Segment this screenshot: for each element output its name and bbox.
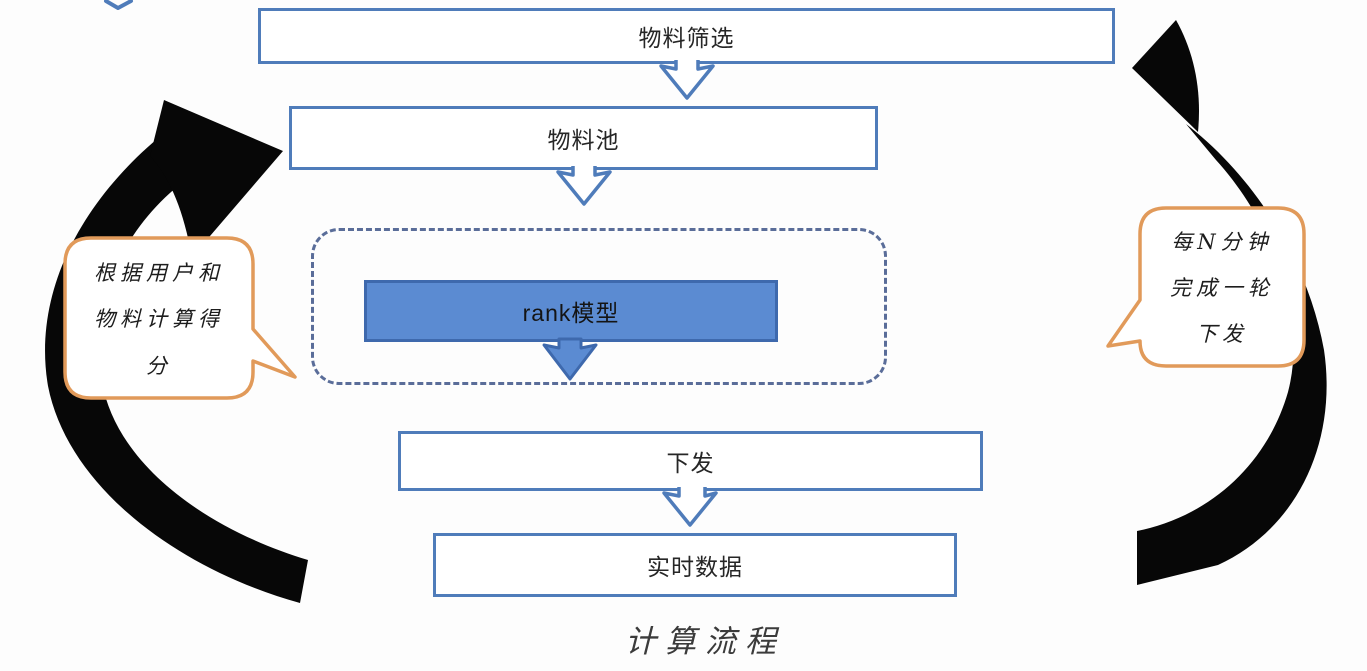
node-material-pool-label: 物料池 — [547, 127, 620, 153]
node-material-pool: 物料池 — [289, 106, 878, 170]
node-rank-model-label: rank模型 — [522, 300, 620, 326]
callout-right-text: 每N分钟 完成一轮 下发 — [1140, 210, 1304, 364]
node-dispatch-label: 下发 — [666, 450, 715, 476]
incoming-arrow-tip-icon — [104, 0, 133, 10]
node-rank-model: rank模型 — [364, 280, 778, 342]
callout-right-line: 下发 — [1196, 322, 1248, 346]
node-material-screening-label: 物料筛选 — [638, 25, 735, 51]
callout-right-line: 完成一轮 — [1170, 276, 1274, 300]
rank-stage-dashed-group — [311, 228, 887, 385]
node-realtime-data: 实时数据 — [433, 533, 957, 597]
flow-arrow-pool-to-rank-icon — [556, 166, 612, 206]
flow-arrow-screening-to-pool-icon — [659, 60, 715, 100]
node-realtime-data-label: 实时数据 — [647, 554, 743, 580]
callout-left-line: 根据用户和 — [94, 260, 224, 285]
flow-arrow-dispatch-to-realtime-icon — [662, 487, 718, 527]
diagram-caption: 计算流程 — [625, 624, 785, 660]
callout-right-line: 每N分钟 — [1171, 230, 1273, 254]
node-dispatch: 下发 — [398, 431, 983, 491]
node-material-screening: 物料筛选 — [258, 8, 1115, 64]
callout-left-text: 根据用户和 物料计算得 分 — [65, 240, 253, 396]
callout-left-line: 物料计算得 — [94, 307, 224, 331]
callout-left-line: 分 — [146, 353, 172, 378]
